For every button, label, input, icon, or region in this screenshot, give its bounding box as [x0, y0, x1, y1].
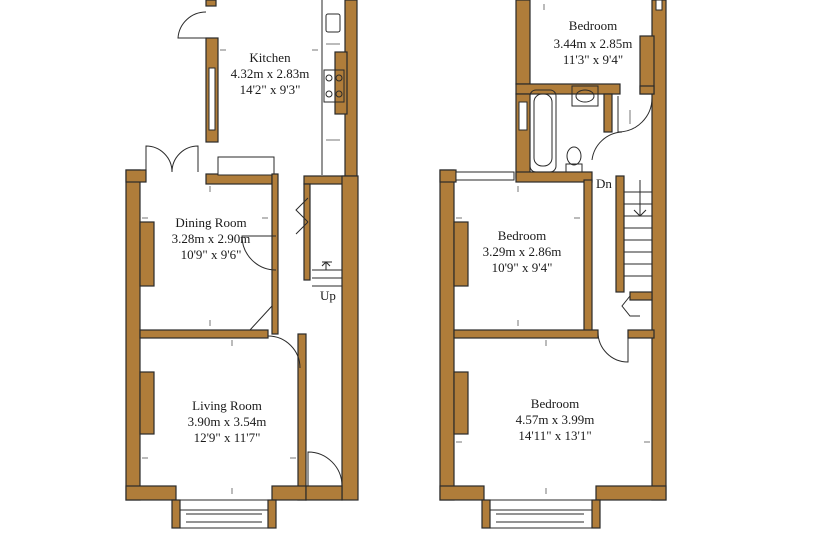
front-door-wall: [305, 485, 343, 501]
rear-bedroom-door[interactable]: [617, 96, 653, 133]
dimension-ticks-first-floor: [456, 186, 650, 494]
bathroom-right-wall: [603, 93, 613, 133]
front-bedroom-bottom-right: [595, 485, 667, 501]
dining-room-label: Dining Room: [175, 215, 246, 230]
living-door[interactable]: [267, 335, 301, 369]
front-bedroom-bottom-left: [439, 485, 485, 501]
middle-bedroom-door[interactable]: [597, 331, 629, 363]
middle-front-divider: [453, 329, 599, 339]
stairs-up-label: Up: [320, 288, 336, 303]
kitchen-imperial: 14'2" x 9'3": [240, 82, 301, 97]
rear-bedroom-imperial: 11'3" x 9'4": [563, 52, 623, 67]
cupboard-door[interactable]: [295, 197, 309, 235]
stairs-up: [312, 261, 342, 287]
front-bedroom-metric: 4.57m x 3.99m: [516, 412, 595, 427]
living-room-imperial: 12'9" x 11'7": [194, 430, 261, 445]
middle-bedroom-metric: 3.29m x 2.86m: [483, 244, 562, 259]
kitchen-chimney: [334, 51, 348, 115]
living-bay-window: [175, 509, 273, 529]
dimension-ticks: [142, 49, 318, 494]
dining-right-wall: [271, 173, 279, 335]
dining-door[interactable]: [241, 235, 277, 271]
bathroom-window: [518, 101, 528, 131]
kitchen-window: [208, 67, 216, 131]
dining-room-metric: 3.28m x 2.90m: [172, 231, 251, 246]
kitchen-back-door[interactable]: [177, 11, 207, 39]
bathroom-bottom-wall: [515, 171, 593, 183]
rear-bedroom-bottom-wall-right: [639, 85, 655, 95]
hob-icon: [323, 69, 345, 103]
front-bedroom-chimney: [453, 371, 469, 435]
toilet-icon: [565, 146, 583, 173]
dining-living-divider: [139, 329, 269, 339]
living-chimney-breast: [139, 371, 155, 435]
kitchen-label: Kitchen: [249, 50, 291, 65]
first-floor-plan: Bedroom 3.44m x 2.85m 11'3" x 9'4" Bedro…: [439, 0, 667, 529]
landing-cupboard-door[interactable]: [621, 295, 640, 317]
rear-bedroom-metric: 3.44m x 2.85m: [554, 36, 633, 51]
middle-bedroom-right-wall: [583, 179, 593, 333]
middle-bedroom-window: [455, 171, 515, 181]
rear-bedroom-bottom-wall: [515, 83, 621, 95]
landing-cupboard-wall: [629, 291, 653, 301]
landing-wall: [615, 175, 625, 293]
dining-top-left-wall: [125, 169, 147, 183]
living-room-metric: 3.90m x 3.54m: [188, 414, 267, 429]
dining-room-imperial: 10'9" x 9'6": [181, 247, 242, 262]
middle-front-divider-right: [627, 329, 655, 339]
kitchen-top-stub: [205, 0, 217, 7]
ground-floor-plan: Kitchen 4.32m x 2.83m 14'2" x 9'3" Dinin…: [125, 0, 359, 529]
front-door[interactable]: [307, 451, 343, 487]
front-bedroom-label: Bedroom: [531, 396, 579, 411]
basin-icon: [571, 85, 599, 107]
middle-bedroom-label: Bedroom: [498, 228, 546, 243]
stairs-down-label: Dn: [596, 176, 612, 191]
sink-icon: [325, 13, 341, 33]
french-doors[interactable]: [145, 145, 199, 173]
dining-left-wall: [125, 169, 141, 501]
rear-bedroom-chimney: [639, 35, 655, 95]
cupboard-wall: [303, 183, 311, 281]
living-bottom-wall-right: [271, 485, 307, 501]
living-bottom-wall-left: [125, 485, 177, 501]
middle-bedroom-top-left: [439, 169, 457, 183]
bathroom-door[interactable]: [591, 131, 623, 161]
living-room-label: Living Room: [192, 398, 262, 413]
hall-right-wall: [341, 175, 359, 501]
front-bedroom-imperial: 14'11" x 13'1": [518, 428, 591, 443]
stairs-arrow-icon: [321, 261, 331, 270]
rear-bedroom-window: [655, 0, 663, 11]
rear-bedroom-label: Bedroom: [569, 18, 617, 33]
rear-bedroom-left-wall: [515, 0, 531, 85]
middle-bedroom-imperial: 10'9" x 9'4": [492, 260, 553, 275]
middle-bedroom-left-wall: [439, 169, 455, 501]
middle-bedroom-chimney: [453, 221, 469, 287]
kitchen-metric: 4.32m x 2.83m: [231, 66, 310, 81]
front-bedroom-bay-window: [485, 509, 595, 529]
dining-chimney-breast: [139, 221, 155, 287]
kitchen-unit: [217, 156, 275, 176]
stairs-down: [624, 180, 652, 277]
